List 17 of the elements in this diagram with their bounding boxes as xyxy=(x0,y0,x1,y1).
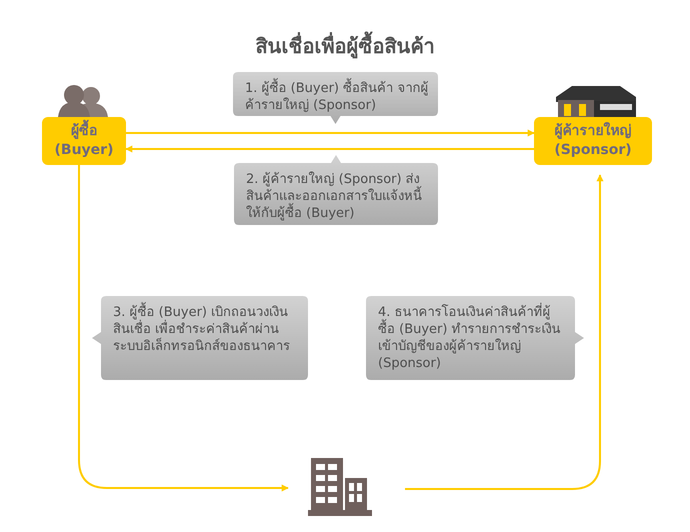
actor-label: ผู้ค้ารายใหญ่ (Sponsor) xyxy=(553,122,633,160)
arrow xyxy=(78,165,289,492)
callout-bubble xyxy=(92,296,308,380)
arrow xyxy=(125,146,534,152)
callout-bubble xyxy=(366,296,584,380)
building-icon xyxy=(308,456,372,516)
callout-text: 4. ธนาคารโอนเงินค่าสินค้าที่ผู้ซื้อ (Buyer) ทำรายการชำระเงินเข้าบัญชีของผู้ค้ารายใหญ่ (Sponsor) xyxy=(378,304,567,372)
callout-bubble xyxy=(234,155,438,225)
diagram-title: สินเชื่อเพื่อผู้ซื้อสินค้า xyxy=(256,34,434,58)
arrow xyxy=(405,174,604,490)
arrow xyxy=(126,130,535,136)
callout-text: 1. ผู้ซื้อ (Buyer) ซื้อสินค้า จากผู้ค้ารายใหญ่ (Sponsor) xyxy=(245,80,430,114)
callout-bubble xyxy=(233,72,438,124)
actor-label: ผู้ซื้อ (Buyer) xyxy=(46,122,122,160)
callout-text: 3. ผู้ซื้อ (Buyer) เบิกถอนวงเงินสินเชื่อ เพื่อชำระค่าสินค้าผ่านระบบอิเล็กทรอนิกส์ของธนาคาร xyxy=(113,304,300,355)
actor-box xyxy=(534,117,652,165)
callout-text: 2. ผู้ค้ารายใหญ่ (Sponsor) ส่งสินค้าและออกเอกสารใบแจ้งหนี้ ให้กับผู้ซื้อ (Buyer) xyxy=(246,171,423,222)
